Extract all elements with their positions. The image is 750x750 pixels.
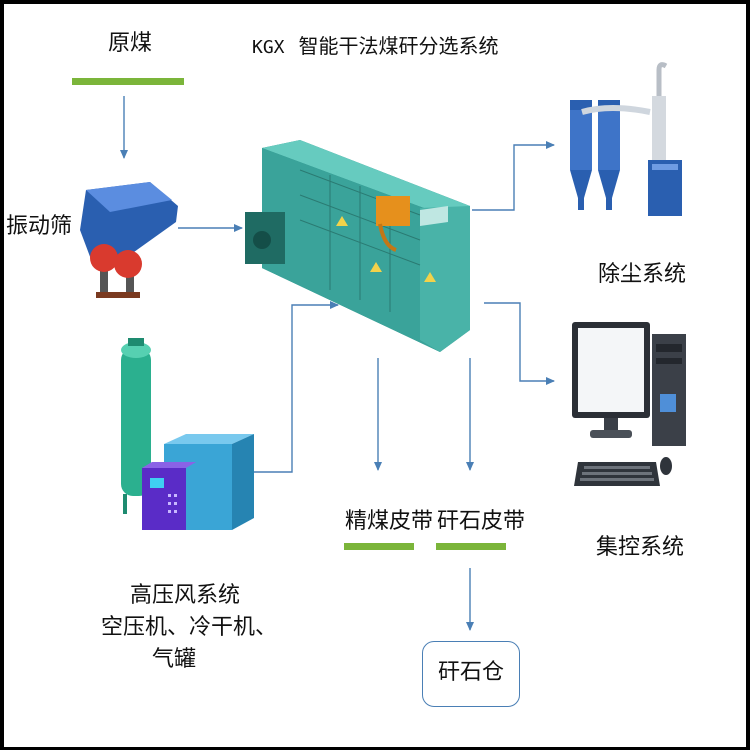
computer-icon bbox=[572, 322, 686, 486]
clean-coal-belt-label: 精煤皮带 bbox=[345, 509, 434, 534]
separator-machine-icon bbox=[245, 140, 470, 352]
dust-removal-icon bbox=[570, 62, 682, 216]
dust-removal-label: 除尘系统 bbox=[598, 262, 687, 287]
vibrating-screen-label: 振动筛 bbox=[6, 214, 73, 239]
raw-coal-bar bbox=[72, 78, 184, 85]
diagram-title: KGX 智能干法煤矸分选系统 bbox=[252, 30, 499, 59]
title-code: KGX bbox=[252, 37, 285, 58]
gangue-bin-box: 矸石仓 bbox=[422, 641, 520, 707]
raw-coal-label: 原煤 bbox=[108, 31, 153, 56]
central-control-label: 集控系统 bbox=[596, 535, 685, 560]
arrow-air-to-machine bbox=[242, 301, 339, 473]
arrow-machine-to-dust bbox=[472, 141, 555, 211]
vibrating-screen-icon bbox=[80, 182, 178, 298]
air-system-icon bbox=[121, 338, 254, 530]
gangue-belt-bar bbox=[436, 543, 506, 550]
title-text: 智能干法煤矸分选系统 bbox=[298, 34, 499, 58]
gangue-belt-label: 矸石皮带 bbox=[437, 509, 526, 534]
arrow-machine-to-control bbox=[484, 302, 555, 385]
clean-coal-belt-bar bbox=[344, 543, 414, 550]
hp-air-line2: 空压机、冷干机、 bbox=[101, 615, 278, 640]
hp-air-line1: 高压风系统 bbox=[130, 583, 241, 608]
gangue-bin-label: 矸石仓 bbox=[437, 660, 504, 685]
hp-air-line3: 气罐 bbox=[152, 647, 197, 672]
